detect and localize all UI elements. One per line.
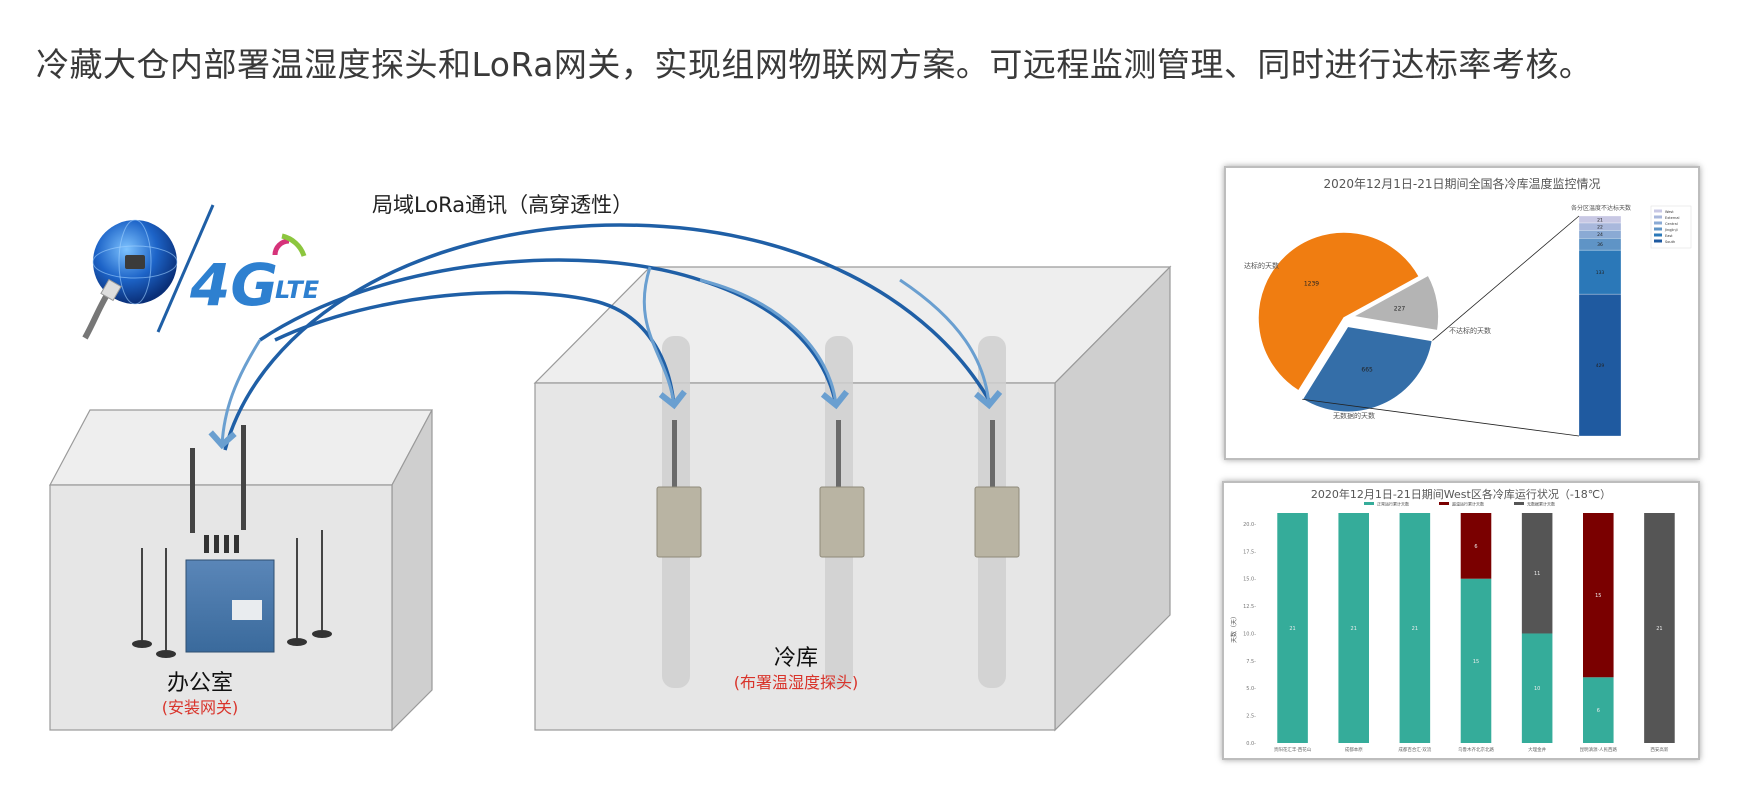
bar-segment [1460,578,1492,743]
bar-value-label: 15 [1473,659,1479,665]
office-subtitle: (安装网关) [162,698,239,717]
breakdown-title: 各分区温度不达标天数 [1571,204,1631,212]
pie-chart-title: 2020年12月1日-21日期间全国各冷库温度监控情况 [1323,176,1600,191]
stacked-bar-chart: 2020年12月1日-21日期间West区各冷库运行状况（-18℃） 天数（天）… [1230,487,1675,753]
bar-value-label: 21 [1289,626,1295,632]
pie-chart-panel: 2020年12月1日-21日期间全国各冷库温度监控情况 各分区温度不达标天数 1… [1224,166,1700,460]
x-tick-label: 大理金井 [1528,746,1546,753]
y-tick-label: 17.5- [1243,549,1256,555]
bar-segment [1521,513,1553,634]
x-tick-label: 贵阳花汇丰·西花山 [1274,746,1312,753]
legend-swatch [1654,221,1662,225]
y-tick-label: 5.0- [1246,686,1256,692]
legend-swatch [1654,233,1662,237]
bar-segment [1277,513,1308,743]
legend-swatch [1654,227,1662,231]
bar-value-label: 11 [1534,571,1540,577]
gateway-device-icon [132,425,332,658]
legend-label: 正常运行累计天数 [1377,501,1409,507]
pie-value-label: 227 [1394,306,1406,313]
y-tick-label: 7.5- [1246,659,1256,665]
y-axis-label: 天数（天） [1230,613,1238,643]
breakdown-value-label: 133 [1596,270,1605,276]
office-title: 办公室 [167,671,233,696]
connector-line [1302,398,1580,437]
x-tick-label: 昆明滇源·人民西路 [1580,746,1618,753]
pie-slice [1257,231,1421,393]
legend-swatch [1439,502,1449,505]
legend-label: East [1665,234,1673,238]
x-tick-label: 西安高新 [1650,746,1668,753]
legend-label: 无数据累计天数 [1527,501,1555,507]
breakdown-value-label: 429 [1596,363,1605,369]
legend-label: External [1665,216,1680,220]
legend-label: South [1665,240,1675,244]
x-tick-label: 成都本原 [1345,746,1363,753]
pie-slice-label: 无数据的天数 [1333,411,1375,420]
pie-slice-label: 不达标的天数 [1449,326,1491,335]
legend-label: 超温运行累计天数 [1452,501,1484,507]
divider-slash [156,204,215,333]
bar-segment [1521,633,1553,743]
bar-segment [1583,677,1614,743]
pie-slice [1350,274,1440,332]
x-tick-label: 乌鲁木齐北京北路 [1458,746,1494,753]
legend-swatch [1514,502,1524,505]
headline: 冷藏大仓内部署温湿度探头和LoRa网关，实现组网物联网方案。可远程监测管理、同时… [36,45,1593,84]
sensor-probe-icon [656,420,1020,558]
ethernet-cable-icon [82,278,122,340]
lora-label: 局域LoRa通讯（高穿透性） [372,193,633,217]
bar-segment [1338,513,1369,743]
pie-value-label: 665 [1361,366,1373,373]
legend-label: Jingjinji [1664,228,1678,232]
pie-slice-label: 达标的天数 [1244,261,1279,270]
legend-swatch [1654,209,1662,213]
bar-value-label: 15 [1595,593,1601,599]
cold-storage-box [533,265,1172,732]
lte-logo-small: LTE [275,276,320,304]
y-tick-label: 10.0- [1243,631,1256,637]
legend-label: Central [1665,222,1678,226]
bar-segment [1460,513,1492,579]
bar-segment [1644,513,1675,743]
y-tick-label: 12.5- [1243,604,1256,610]
signal-waves-icon [272,233,307,257]
legend-label: West [1665,210,1674,214]
breakdown-value-label: 21 [1597,217,1603,223]
x-tick-label: 成都百合汇·双流 [1398,746,1431,753]
breakdown-segment [1578,293,1622,437]
breakdown-value-label: 22 [1597,225,1603,231]
bar-chart-title: 2020年12月1日-21日期间West区各冷库运行状况（-18℃） [1311,487,1611,501]
bar-value-label: 21 [1351,626,1357,632]
bar-chart-panel: 2020年12月1日-21日期间West区各冷库运行状况（-18℃） 天数（天）… [1222,481,1700,760]
breakdown-segment [1578,249,1622,295]
y-tick-label: 0.0- [1246,741,1256,747]
pie-chart: 2020年12月1日-21日期间全国各冷库温度监控情况 各分区温度不达标天数 1… [1244,176,1692,437]
bar-segment [1583,513,1614,678]
y-tick-label: 2.5- [1246,714,1256,720]
breakdown-segment [1578,215,1622,224]
pie-value-label: 1239 [1304,281,1319,288]
bar-value-label: 10 [1534,686,1540,692]
bar-value-label: 6 [1597,708,1600,714]
connector-line [1432,215,1580,341]
bar-value-label: 21 [1656,626,1662,632]
pie-slice [1301,325,1434,413]
lora-arcs [208,223,1003,451]
breakdown-value-label: 36 [1597,242,1603,248]
bar-value-label: 6 [1474,544,1477,550]
bar-value-label: 21 [1412,626,1418,632]
lte-logo-big: 4G [189,251,278,319]
legend-swatch [1654,215,1662,219]
cold-storage-title: 冷库 [774,646,818,671]
legend-swatch [1654,239,1662,243]
y-tick-label: 20.0- [1243,522,1256,528]
legend-swatch [1364,502,1374,505]
network-diagram: 4G LTE 局域LoRa通讯（高穿透性） 办公室 (安装网关) 冷库 (布署温… [49,193,1172,732]
y-tick-label: 15.0- [1243,577,1256,583]
breakdown-value-label: 24 [1597,232,1603,238]
bar-segment [1399,513,1431,743]
cold-storage-subtitle: (布署温湿度探头) [734,673,859,692]
